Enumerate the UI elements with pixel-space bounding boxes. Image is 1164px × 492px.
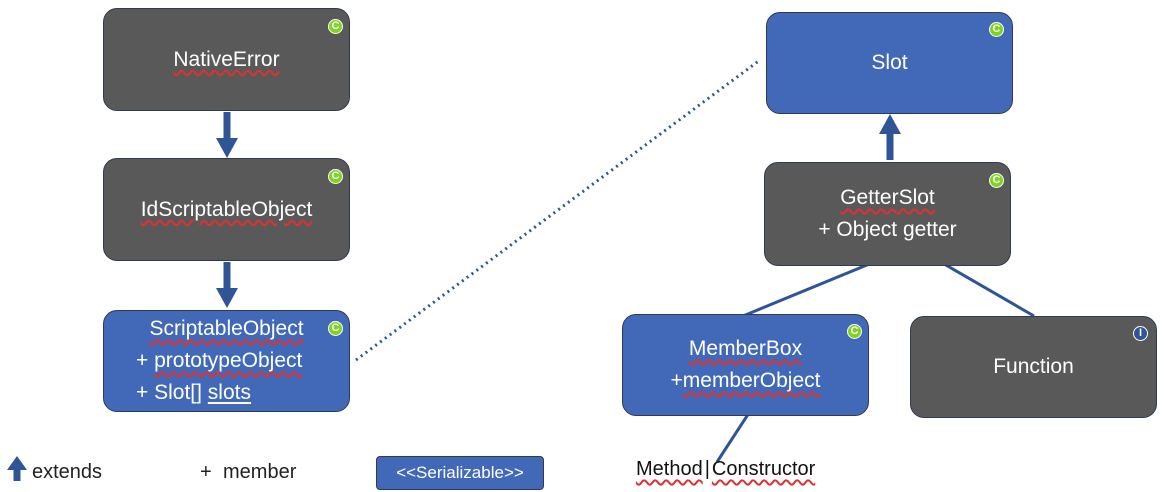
extends-arrowhead-getterslot-to-slot	[879, 114, 901, 134]
member-prefix: +	[670, 369, 683, 392]
extends-arrowhead-native-to-id	[216, 138, 238, 158]
member-name: prototypeObject	[154, 349, 303, 372]
class-member-box[interactable]: MemberBox +memberObject C	[622, 314, 869, 416]
class-badge-icon: C	[989, 173, 1004, 188]
class-member-slots: + Slot[] slots	[136, 377, 251, 409]
class-name: GetterSlot	[840, 186, 935, 209]
legend-member-label: member	[223, 461, 297, 483]
member-name: slots	[207, 381, 251, 404]
class-name: NativeError	[173, 47, 280, 71]
interface-name: Function	[993, 355, 1074, 378]
class-badge-icon: C	[328, 19, 343, 34]
type-constructor: Constructor	[711, 458, 816, 480]
legend-extends-label: extends	[32, 461, 103, 483]
class-name: ScriptableObject	[149, 317, 304, 340]
class-member-prototype-object: + prototypeObject	[136, 345, 302, 377]
class-badge-icon: C	[328, 321, 343, 336]
class-scriptable-object[interactable]: ScriptableObject + prototypeObject + Slo…	[103, 310, 350, 412]
legend-member-symbol: +	[200, 461, 212, 483]
member-box-type-label: Method|Constructor	[636, 458, 815, 481]
type-separator: |	[704, 458, 710, 480]
legend-arrowhead	[7, 456, 27, 470]
class-member-getter: + Object getter	[818, 218, 957, 241]
class-native-error[interactable]: NativeError C	[103, 8, 350, 111]
class-slot[interactable]: Slot C	[766, 12, 1013, 114]
extends-arrowhead-id-to-scriptable	[216, 288, 238, 308]
interface-badge-icon: I	[1133, 326, 1148, 341]
member-name: memberObject	[682, 369, 821, 392]
class-name: IdScriptableObject	[140, 197, 313, 221]
class-id-scriptable-object[interactable]: IdScriptableObject C	[103, 158, 350, 261]
class-name: Slot	[871, 51, 908, 74]
class-badge-icon: C	[989, 22, 1004, 37]
class-getter-slot[interactable]: GetterSlot + Object getter C	[764, 162, 1011, 266]
interface-function[interactable]: Function I	[910, 316, 1157, 418]
type-method: Method	[636, 458, 703, 480]
class-name: MemberBox	[688, 337, 803, 360]
member-prefix: +	[136, 349, 155, 372]
class-badge-icon: C	[847, 324, 862, 339]
class-member-member-object: +memberObject	[671, 365, 821, 397]
member-prefix: + Slot[]	[136, 381, 208, 404]
legend-serializable-box: <<Serializable>>	[376, 456, 544, 490]
class-badge-icon: C	[328, 169, 343, 184]
